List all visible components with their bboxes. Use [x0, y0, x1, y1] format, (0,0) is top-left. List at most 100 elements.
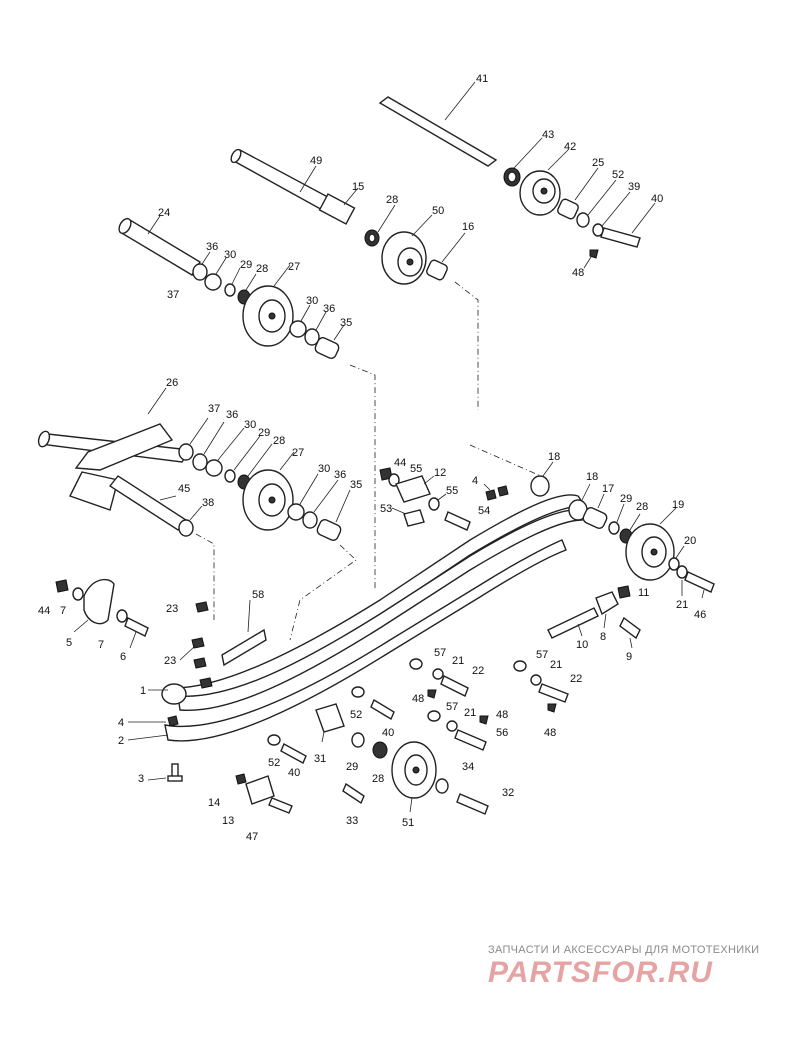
callout-8: 8 — [600, 631, 606, 643]
bushing-30-d — [287, 473, 319, 521]
washer-57-c — [427, 710, 441, 722]
wheel-42 — [519, 149, 569, 216]
callout-15: 15 — [352, 181, 364, 193]
washer-52-b — [351, 686, 365, 698]
callout-24: 24 — [158, 207, 170, 219]
bushing-30-b — [289, 304, 311, 338]
washer-57-a — [409, 658, 423, 670]
callout-52-top: 52 — [612, 169, 624, 181]
block-12 — [395, 475, 435, 503]
callout-16: 16 — [462, 221, 474, 233]
callout-57-c: 57 — [446, 701, 458, 713]
callout-50: 50 — [432, 205, 444, 217]
callout-35-a: 35 — [340, 317, 352, 329]
callout-13: 13 — [222, 815, 234, 827]
bolt-40-b — [370, 698, 395, 721]
ring-29-a — [224, 267, 241, 297]
washer-52-c — [267, 734, 281, 746]
callout-30-a: 30 — [224, 249, 236, 261]
callout-57-a: 57 — [434, 647, 446, 659]
callout-4-left: 4 — [118, 717, 124, 729]
callout-49: 49 — [310, 155, 322, 167]
callout-28-d: 28 — [636, 501, 648, 513]
nut-44-left — [55, 579, 69, 593]
hub-15 — [318, 187, 359, 225]
washer-55-a — [388, 473, 400, 487]
callout-46: 46 — [694, 609, 706, 621]
washer-36-d — [302, 479, 339, 529]
callout-48-top: 48 — [572, 267, 584, 279]
callout-32: 32 — [502, 787, 514, 799]
bolt-47 — [268, 797, 293, 814]
washer-21-rear — [676, 565, 688, 596]
callout-30-b: 30 — [306, 295, 318, 307]
callout-9: 9 — [626, 651, 632, 663]
block-31 — [315, 703, 345, 743]
callout-39: 39 — [628, 181, 640, 193]
cap-48-b — [427, 689, 437, 699]
bolt-22-a — [440, 675, 469, 697]
plate-53 — [391, 507, 425, 527]
callout-30-d: 30 — [318, 463, 330, 475]
callout-44-left: 44 — [38, 605, 50, 617]
callout-51: 51 — [402, 817, 414, 829]
callout-53: 53 — [380, 503, 392, 515]
callout-20: 20 — [684, 535, 696, 547]
washer-21-b — [432, 668, 444, 680]
bolt-9 — [619, 616, 641, 649]
callout-7-b: 7 — [98, 639, 104, 651]
callout-12: 12 — [434, 467, 446, 479]
callout-27-b: 27 — [292, 447, 304, 459]
washer-7-b — [116, 609, 128, 623]
washer-18-a — [530, 461, 554, 497]
washer-36-c — [192, 421, 225, 471]
bolt-40-c — [280, 743, 307, 764]
callout-38: 38 — [202, 497, 214, 509]
callout-10: 10 — [576, 639, 588, 651]
callout-34: 34 — [462, 761, 474, 773]
cap-48-top — [583, 249, 599, 269]
axle-frame-26 — [37, 387, 192, 531]
nut-23-b — [179, 637, 213, 689]
wheel-51 — [391, 741, 437, 813]
callout-52-b: 52 — [350, 709, 362, 721]
callout-11: 11 — [638, 587, 649, 599]
washer-34 — [435, 778, 449, 794]
washer-36-b — [304, 311, 327, 346]
ring-29-c — [608, 503, 625, 535]
washer-21-c — [530, 674, 542, 686]
callout-17: 17 — [602, 483, 614, 495]
bolt-40-top — [600, 202, 656, 248]
washer-21-d — [446, 720, 458, 732]
callout-28-mid: 28 — [386, 194, 398, 206]
nut-23-a — [195, 601, 209, 613]
bolt-3 — [147, 763, 183, 782]
callout-55-a: 55 — [410, 463, 422, 475]
callout-36-a: 36 — [206, 241, 218, 253]
washer-36-a — [192, 251, 211, 281]
callout-7-a: 7 — [60, 605, 66, 617]
nut-4-left — [128, 715, 179, 727]
nut-4-mid — [483, 483, 509, 501]
callout-42: 42 — [564, 141, 576, 153]
callout-48-b: 48 — [412, 693, 424, 705]
spacer-16 — [426, 232, 466, 281]
callout-21-c: 21 — [550, 659, 562, 671]
cap-48-c — [547, 703, 557, 713]
watermark-logo: PARTSFOR.RU — [488, 956, 713, 989]
callout-29-b: 29 — [258, 427, 270, 439]
wheel-27-a — [242, 264, 294, 347]
bolt-22-b — [538, 683, 569, 703]
callout-6: 6 — [120, 651, 126, 663]
adjuster-8 — [595, 591, 619, 629]
wheel-27-b — [242, 451, 295, 531]
bushing-30-a — [204, 257, 227, 291]
callout-28-c: 28 — [273, 435, 285, 447]
bolt-54 — [444, 511, 471, 531]
callout-40-b: 40 — [382, 727, 394, 739]
washer-20 — [668, 545, 685, 571]
nut-11 — [617, 585, 631, 599]
callout-19: 19 — [672, 499, 684, 511]
bolt-56 — [454, 729, 487, 751]
